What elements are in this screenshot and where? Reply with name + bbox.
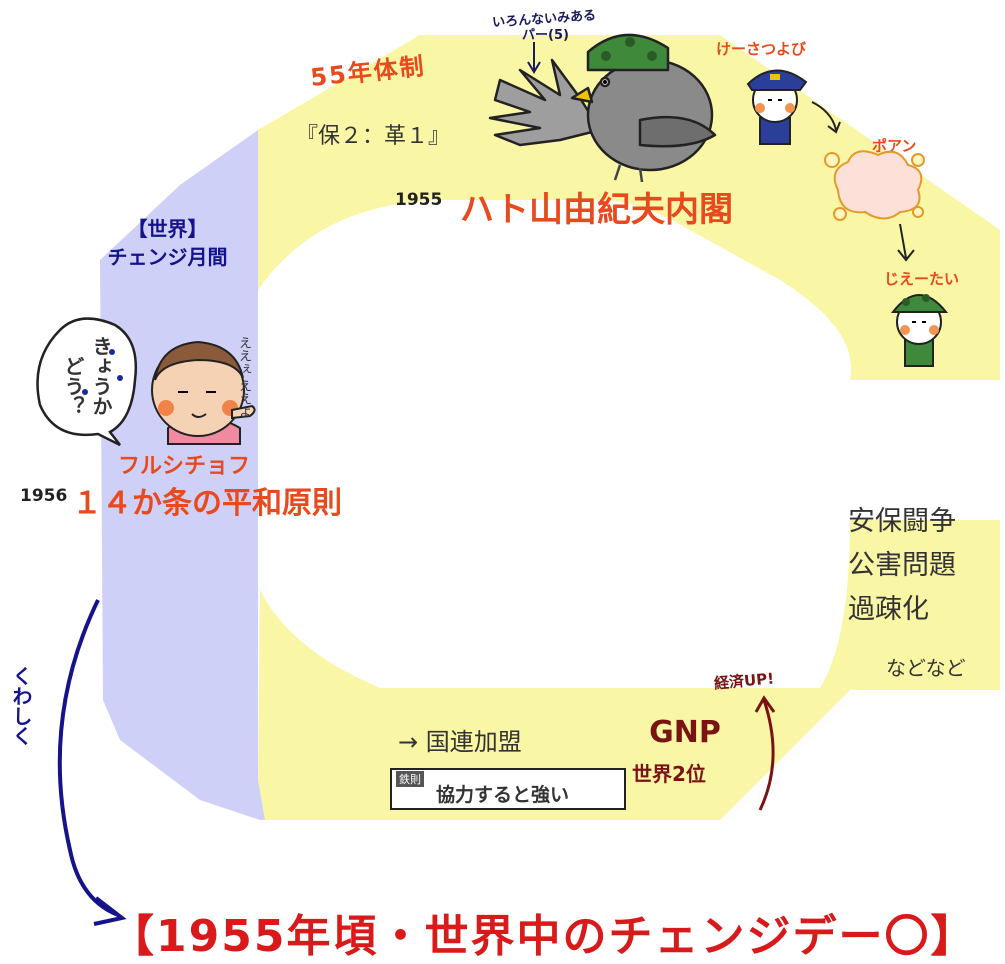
khrushchev-illustration bbox=[151, 340, 256, 445]
police-officer-illustration bbox=[746, 69, 841, 145]
rule-box: 鉄則 協力すると強い bbox=[390, 768, 626, 810]
rule-text: 協力すると強い bbox=[436, 784, 570, 806]
rule-tag: 鉄則 bbox=[396, 771, 424, 787]
sdf-label: じえーたい bbox=[884, 270, 960, 288]
world-line2: チェンジ月間 bbox=[107, 245, 228, 269]
bottom-title: 【1955年頃・世界中のチェンジデー〇】 bbox=[110, 911, 977, 962]
kuwashiku-text: くわしく bbox=[9, 666, 33, 746]
pm-year: 1955 bbox=[395, 190, 443, 210]
pigeon-note-line2: パー(5) bbox=[522, 28, 569, 43]
peace-year: 1956 bbox=[20, 486, 68, 506]
c-shaped-band bbox=[100, 35, 1000, 820]
poof-label: ポアン bbox=[872, 137, 917, 155]
poof-cloud-illustration bbox=[824, 150, 925, 262]
speech-text-1: きょうか bbox=[89, 336, 113, 416]
seat-ratio: 『保２：革１』 bbox=[296, 124, 451, 149]
pigeon-illustration bbox=[488, 33, 717, 183]
world-line1: 【世界】 bbox=[127, 217, 208, 241]
lavender-band bbox=[100, 130, 265, 820]
yellow-band bbox=[258, 35, 1000, 820]
gnp-label: GNP bbox=[649, 715, 721, 750]
khrushchev-label: フルシチョフ bbox=[118, 454, 251, 479]
issue-item: 公害問題 bbox=[848, 550, 956, 581]
issues-list: 安保闘争 公害問題 過疎化 bbox=[848, 500, 956, 632]
issue-item: 安保闘争 bbox=[848, 506, 956, 537]
un-join-text: → 国連加盟 bbox=[398, 728, 522, 756]
nadonado-text: などなど bbox=[886, 656, 966, 680]
gnp-rank-label: 世界2位 bbox=[632, 762, 706, 786]
kuwashiku-label: くわしく bbox=[8, 666, 34, 752]
diagram-canvas: 55年体制 『保２：革１』 いろんないみある パー(5) けーさつよび bbox=[8, 8, 1000, 962]
speech-bubble bbox=[36, 317, 137, 447]
pigeon-note-arrow-icon bbox=[527, 42, 541, 74]
police-label: けーさつよび bbox=[716, 40, 807, 58]
sdf-soldier-illustration bbox=[890, 294, 949, 367]
peace-principles-name: １４か条の平和原則 bbox=[72, 486, 342, 521]
pm-cabinet-name: ハト山由紀夫内閣 bbox=[460, 190, 734, 230]
world-change-label: 【世界】 チェンジ月間 bbox=[95, 215, 240, 271]
kuwashiku-arrow-icon bbox=[57, 599, 127, 926]
speech-text-2: どう？ bbox=[61, 356, 85, 416]
issue-item: 過疎化 bbox=[848, 594, 929, 625]
econ-up-arrow-icon bbox=[754, 695, 776, 811]
